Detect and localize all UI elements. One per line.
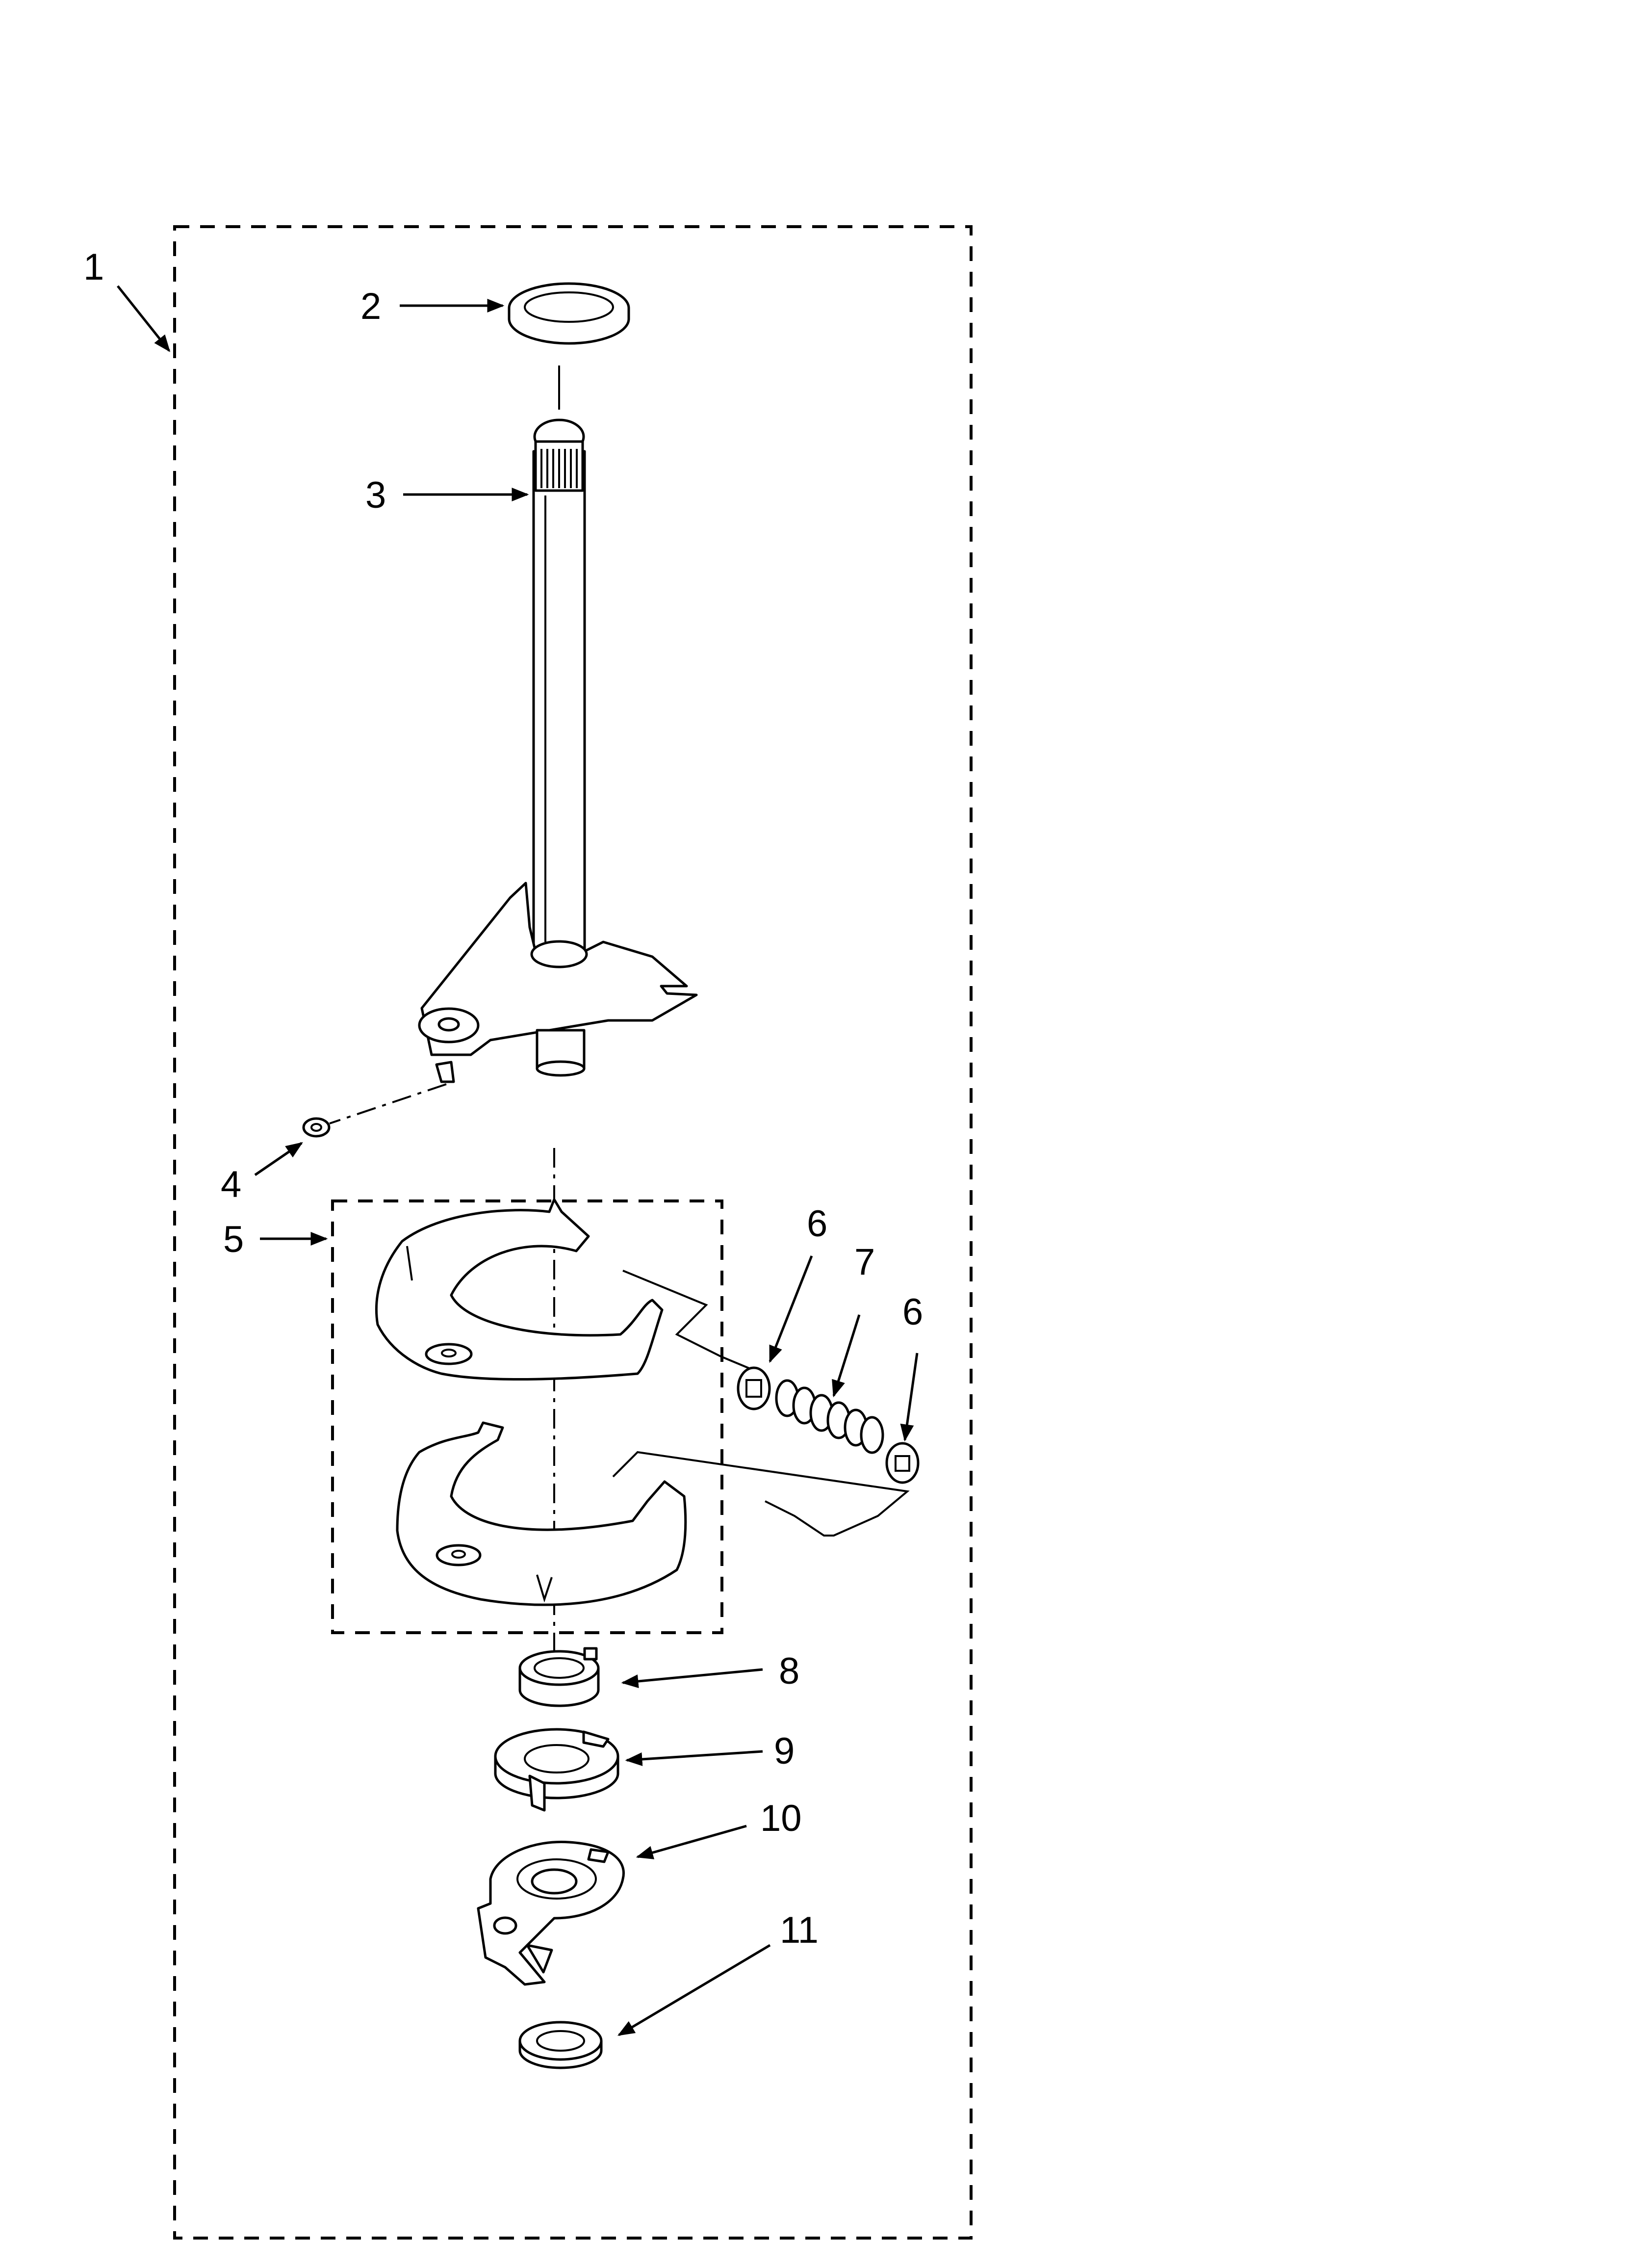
upper-brake-shoe-part bbox=[375, 1198, 664, 1381]
mounting-bracket-part bbox=[418, 882, 698, 1083]
seal-ring-part bbox=[508, 282, 630, 345]
spring-cap-part bbox=[737, 1366, 771, 1410]
callout-6: 6 bbox=[902, 1291, 923, 1333]
callout-3: 3 bbox=[365, 474, 386, 516]
spring-cap-part bbox=[885, 1442, 920, 1484]
leader-arrows bbox=[117, 285, 919, 2036]
callout-10: 10 bbox=[760, 1798, 802, 1839]
callout-5: 5 bbox=[223, 1219, 244, 1260]
callout-8: 8 bbox=[779, 1650, 799, 1692]
center-axis-line bbox=[329, 1083, 447, 1124]
callout-1: 1 bbox=[83, 246, 104, 288]
spring-assembly-lines bbox=[612, 1270, 910, 1537]
drive-shaft-part bbox=[532, 418, 586, 953]
cam-ring-part bbox=[494, 1728, 619, 1812]
compression-spring-part bbox=[775, 1379, 884, 1454]
actuator-cam-part bbox=[477, 1840, 625, 1986]
lower-brake-shoe-part bbox=[396, 1421, 687, 1606]
callout-7: 7 bbox=[854, 1241, 875, 1283]
callout-9: 9 bbox=[774, 1730, 795, 1772]
bushing-part bbox=[518, 1647, 600, 1707]
callout-2: 2 bbox=[360, 286, 381, 327]
callout-4: 4 bbox=[221, 1164, 241, 1205]
bottom-seal-part bbox=[518, 2021, 603, 2069]
callout-6: 6 bbox=[807, 1203, 827, 1245]
callout-11: 11 bbox=[780, 1909, 819, 1951]
clip-part bbox=[302, 1117, 331, 1138]
